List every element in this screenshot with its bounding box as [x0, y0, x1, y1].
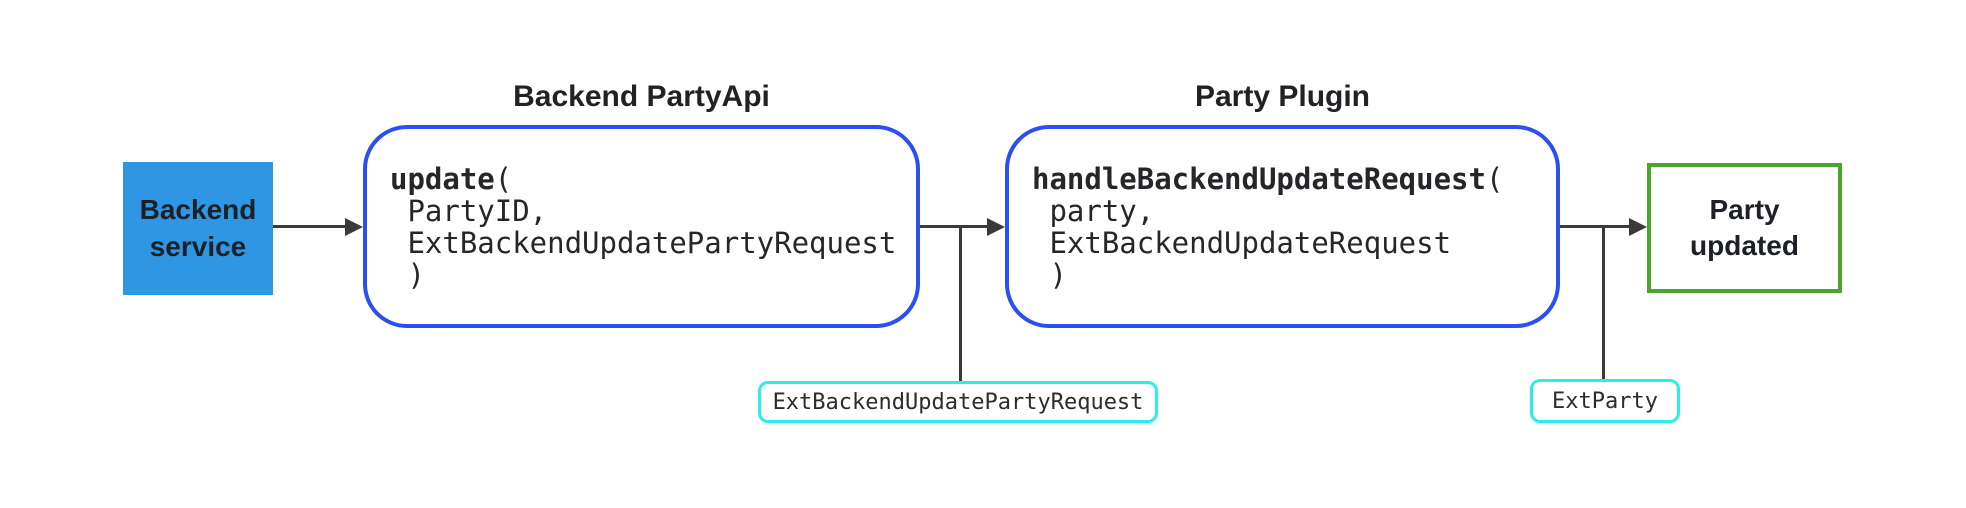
code-line: ExtBackendUpdateRequest [1032, 227, 1503, 259]
branch-line-to-party-payload [1602, 227, 1605, 379]
update-call-code: update( PartyID, ExtBackendUpdatePartyRe… [390, 163, 896, 291]
code-text: ) [1032, 257, 1067, 292]
handle-backend-update-request-code: handleBackendUpdateRequest( party, ExtBa… [1032, 163, 1503, 291]
payload-label-ext-backend-update-party-request: ExtBackendUpdatePartyRequest [758, 381, 1158, 423]
code-text: ( [494, 161, 513, 196]
party-updated-label: Party updated [1690, 193, 1799, 261]
payload-label-text: ExtParty [1552, 388, 1658, 414]
code-line: PartyID, [390, 195, 896, 227]
arrow-service-to-api-line [273, 225, 347, 228]
arrow-plugin-to-result-head [1629, 218, 1647, 236]
payload-label-text: ExtBackendUpdatePartyRequest [772, 389, 1144, 415]
code-text: party, [1032, 193, 1155, 228]
backend-party-api-title: Backend PartyApi [513, 80, 770, 113]
backend-service-label: Backend service [139, 194, 257, 262]
code-text: PartyID, [390, 193, 548, 228]
backend-service-node: Backend service [123, 162, 273, 295]
code-line: update( [390, 163, 896, 195]
code-text: ( [1485, 161, 1504, 196]
party-updated-node: Party updated [1647, 163, 1842, 293]
code-line: ) [390, 259, 896, 291]
party-plugin-title: Party Plugin [1194, 80, 1371, 113]
arrow-service-to-api-head [345, 218, 363, 236]
code-line: handleBackendUpdateRequest( [1032, 163, 1503, 195]
code-text: ) [390, 257, 425, 292]
branch-line-to-request-payload [959, 227, 962, 381]
code-text: ExtBackendUpdatePartyRequest [390, 225, 897, 260]
function-name: handleBackendUpdateRequest [1032, 161, 1486, 196]
function-name: update [390, 161, 495, 196]
code-line: party, [1032, 195, 1503, 227]
arrow-api-to-plugin-line [920, 225, 989, 228]
code-text: ExtBackendUpdateRequest [1032, 225, 1452, 260]
payload-label-ext-party: ExtParty [1530, 379, 1680, 423]
arrow-plugin-to-result-line [1560, 225, 1631, 228]
backend-party-api-node: update( PartyID, ExtBackendUpdatePartyRe… [363, 125, 920, 328]
code-line: ) [1032, 259, 1503, 291]
arrow-api-to-plugin-head [987, 218, 1005, 236]
party-plugin-node: handleBackendUpdateRequest( party, ExtBa… [1005, 125, 1560, 328]
code-line: ExtBackendUpdatePartyRequest [390, 227, 896, 259]
